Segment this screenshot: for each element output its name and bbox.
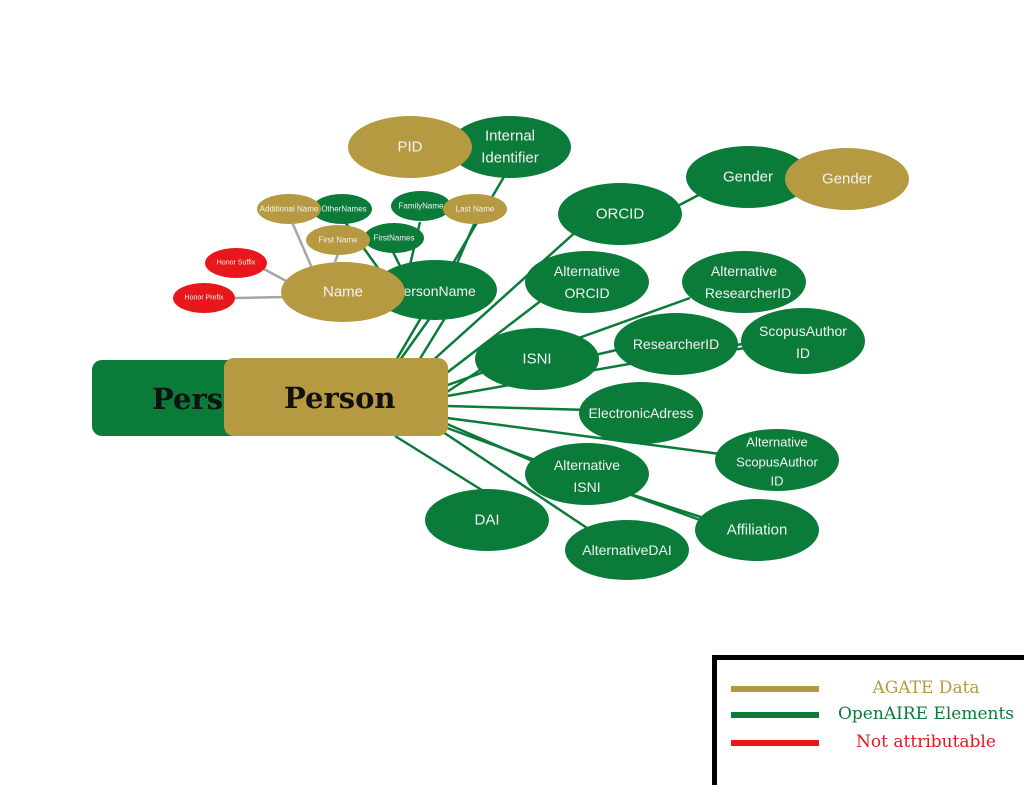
honor-suffix-label: Honor Suffix [217, 260, 256, 267]
node-additional-name[interactable]: Additional Name [257, 194, 321, 224]
node-internal-identifier[interactable]: Internal Identifier [449, 116, 571, 178]
internal-identifier-line-2: Identifier [481, 150, 539, 167]
node-alternative-scopusauthorid[interactable]: Alternative ScopusAuthor ID [715, 429, 839, 491]
node-affiliation[interactable]: Affiliation [695, 499, 819, 561]
alternativedai-label: AlternativeDAI [582, 542, 671, 558]
scopusauthorid-line-1: ScopusAuthor [759, 323, 847, 339]
connector-person-alternativedai [439, 428, 591, 532]
node-honor-suffix[interactable]: Honor Suffix [205, 248, 267, 278]
pid-label: PID [397, 139, 422, 156]
connector-name-first-name [333, 253, 340, 263]
legend-label-agate: AGATE Data [872, 678, 980, 698]
alternative-researcherid-line-2: ResearcherID [705, 285, 791, 301]
node-last-name[interactable]: Last Name [443, 194, 507, 224]
legend-item-agate [731, 678, 819, 700]
legend-label-openaire: OpenAIRE Elements [837, 704, 1015, 724]
node-first-name[interactable]: First Name [306, 225, 370, 255]
alternative-scopusauthorid-line-3: ID [771, 474, 784, 489]
node-orcid[interactable]: ORCID [558, 183, 682, 245]
legend-swatch-openaire [731, 712, 819, 718]
connector-person-alternative-scopusauthorid [446, 416, 721, 456]
legend: AGATE Data OpenAIRE Elements Not attribu… [712, 655, 1024, 785]
connector-name-honor-suffix [261, 266, 289, 284]
alternative-scopusauthorid-line-1: Alternative [746, 435, 807, 450]
electronicadress-label: ElectronicAdress [588, 405, 693, 421]
legend-swatch-agate [731, 686, 819, 692]
legend-item-not-attributable [731, 732, 819, 754]
alternative-isni-line-1: Alternative [554, 457, 620, 473]
alternative-researcherid-line-1: Alternative [711, 263, 777, 279]
alternative-isni-line-2: ISNI [573, 479, 600, 495]
person-agate-label: Person [284, 381, 396, 415]
othernames-label: OtherNames [321, 205, 366, 214]
legend-swatch-not-attributable [731, 740, 819, 746]
gender-agate-label: Gender [822, 171, 872, 188]
internal-identifier-line-1: Internal [485, 128, 535, 145]
node-gender-openaire[interactable]: Gender [686, 146, 810, 208]
node-researcherid[interactable]: ResearcherID [614, 313, 738, 375]
connector-personname-lastname [453, 221, 477, 269]
legend-item-openaire [731, 704, 819, 726]
node-alternative-researcherid[interactable]: Alternative ResearcherID [682, 251, 806, 313]
dai-label: DAI [474, 512, 499, 529]
personname-label: PersonName [394, 283, 476, 299]
orcid-label: ORCID [596, 206, 645, 223]
additional-name-label: Additional Name [260, 205, 319, 214]
isni-label: ISNI [522, 351, 551, 368]
node-honor-prefix[interactable]: Honor Prefix [173, 283, 235, 313]
firstnames-label: FirstNames [374, 234, 415, 243]
first-name-label: First Name [318, 236, 358, 245]
node-alternative-isni[interactable]: Alternative ISNI [525, 443, 649, 505]
alternative-orcid-line-2: ORCID [564, 285, 609, 301]
scopusauthorid-line-2: ID [796, 345, 810, 361]
researcherid-label: ResearcherID [633, 336, 719, 352]
node-name[interactable]: Name [281, 262, 405, 322]
affiliation-label: Affiliation [727, 522, 788, 539]
node-scopusauthorid[interactable]: ScopusAuthor ID [741, 308, 865, 374]
node-gender-agate[interactable]: Gender [785, 148, 909, 210]
connector-person-electronicadress [446, 404, 591, 412]
node-familyname[interactable]: FamilyName [391, 191, 451, 221]
connector-name-additional-name [290, 221, 314, 269]
connector-person-dai [394, 434, 486, 494]
alternative-orcid-line-1: Alternative [554, 263, 620, 279]
node-pid[interactable]: PID [348, 116, 472, 178]
connector-person-orcid [419, 227, 581, 373]
person-entity-diagram: Person Person Internal Identifier PID OR… [92, 116, 909, 580]
node-dai[interactable]: DAI [425, 489, 549, 551]
node-electronicadress[interactable]: ElectronicAdress [579, 382, 703, 444]
connector-person-alternative-orcid [439, 289, 556, 379]
familyname-label: FamilyName [399, 202, 444, 211]
connector-name-honor-prefix [233, 295, 285, 300]
name-label: Name [323, 284, 363, 301]
alternative-scopusauthorid-line-2: ScopusAuthor [736, 455, 818, 470]
person-agate-box [224, 358, 448, 436]
legend-label-not-attributable: Not attributable [856, 732, 996, 752]
node-othernames[interactable]: OtherNames [312, 194, 372, 224]
node-isni[interactable]: ISNI [475, 328, 599, 390]
connector-person-personname [398, 317, 432, 361]
node-personname[interactable]: PersonName [373, 260, 497, 320]
connector-person-isni [446, 368, 481, 394]
person-node[interactable]: Person Person [92, 358, 448, 436]
node-firstnames[interactable]: FirstNames [364, 223, 424, 253]
node-alternativedai[interactable]: AlternativeDAI [565, 520, 689, 580]
honor-prefix-label: Honor Prefix [185, 295, 224, 302]
connector-person-personname-2 [416, 317, 447, 363]
node-alternative-orcid[interactable]: Alternative ORCID [525, 251, 649, 313]
gender-openaire-label: Gender [723, 169, 773, 186]
last-name-label: Last Name [456, 205, 495, 214]
